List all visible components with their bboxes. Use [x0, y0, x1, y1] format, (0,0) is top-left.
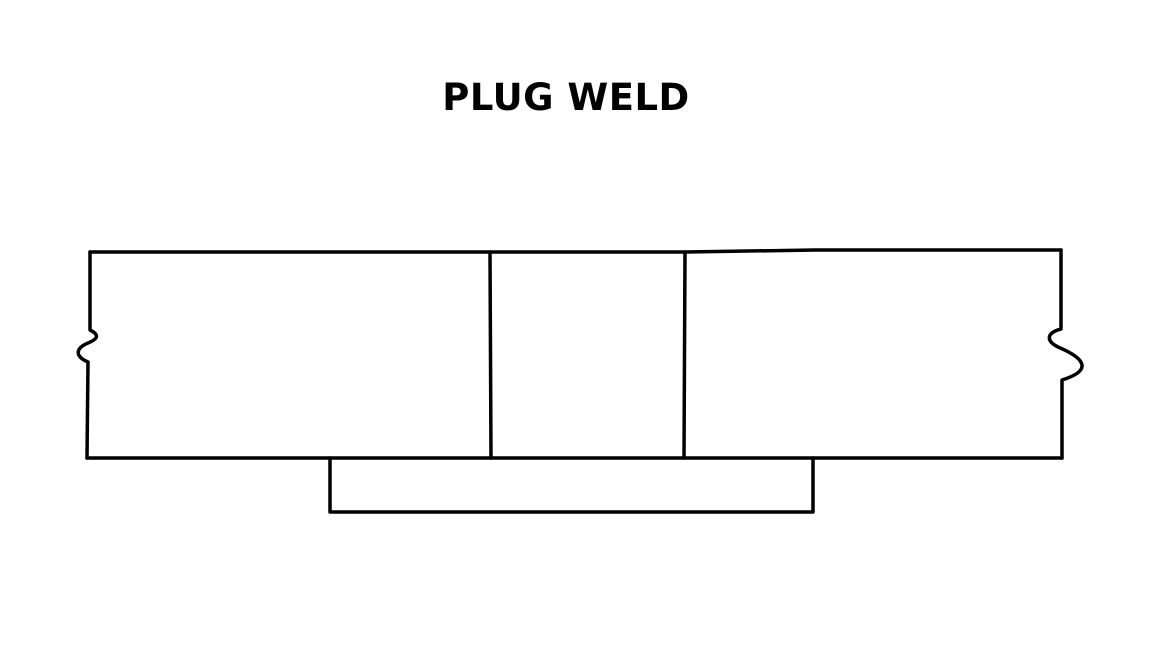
plate-top-edge — [88, 248, 1063, 254]
weld-plug-left-wall — [488, 250, 493, 460]
left-break-line — [76, 250, 99, 460]
weld-plug-right-wall — [682, 250, 687, 460]
right-break-line — [1047, 248, 1084, 460]
backing-plate — [328, 456, 815, 514]
diagram-title: PLUG WELD — [442, 76, 690, 119]
